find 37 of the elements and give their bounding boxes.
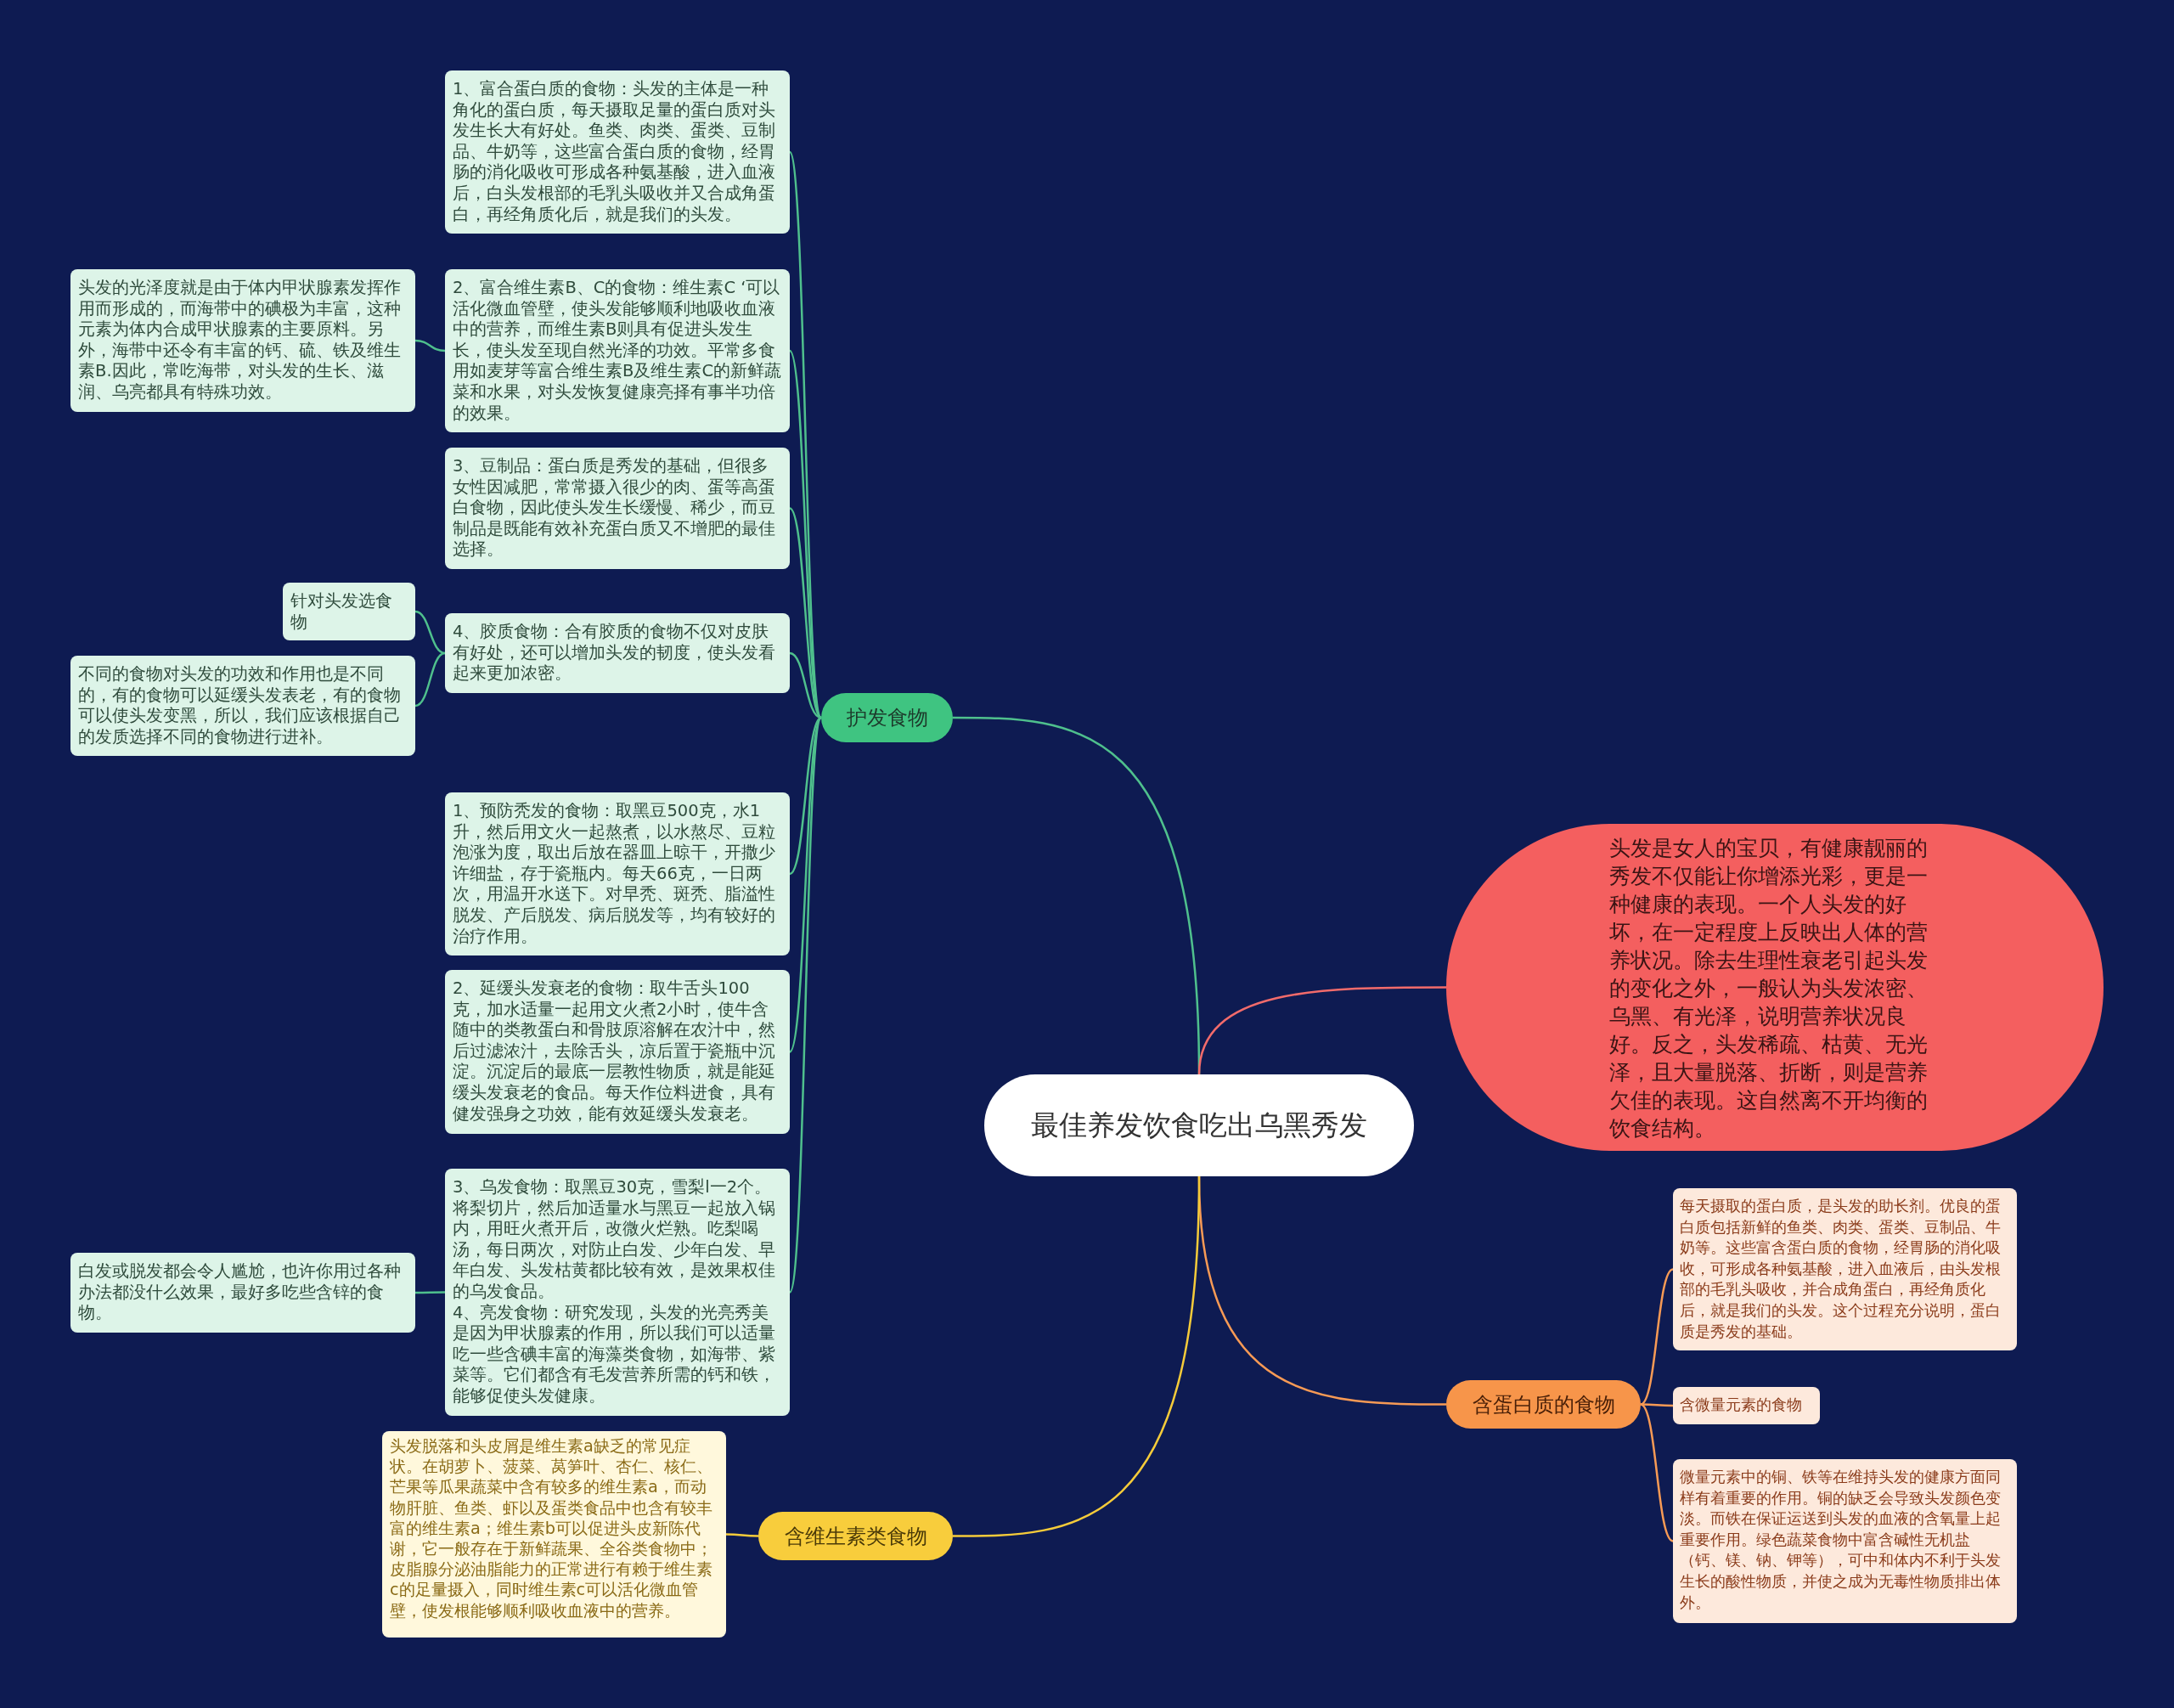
connector-line (414, 610, 446, 655)
text-box: 2、富合维生素B、C的食物：维生素C ‘可以活化微血管壁，使头发能够顺利地吸收血液中的营养，而维生素B则具有促进头发生长，使头发至现自然光泽的功效。平常多食用如麦芽等富合维生素B及维生素C的新鲜蔬菜和水果，对头发恢复健康亮择有事半功倍的效果。 (445, 269, 790, 433)
label-box: 含微量元素的食物 (1673, 1387, 1820, 1424)
text-box: 1、预防秃发的食物：取黑豆500克，水1升，然后用文火一起熬煮，以水熬尽、豆粒泡涨为度，取出后放在器皿上晾干，开撒少许细盐，存于瓷瓶内。每天66克，一日两次，用温开水送下。对早秃、斑秃、脂溢性脱发、产后脱发、病后脱发等，均有较好的治疗作用。 (445, 792, 790, 956)
paragraph: 4、亮发食物：研究发现，头发的光亮秀美是因为甲状腺素的作用，所以我们可以适量吃一些含碘丰富的海藻类食物，如海带、紫菜等。它们都含有毛发营养所需的钙和铁，能够促使头发健康。 (453, 1302, 776, 1407)
central-topic: 最佳养发饮食吃出乌黑秀发 (984, 1074, 1414, 1176)
connector-line (789, 651, 822, 719)
text-box: 1、富合蛋白质的食物：头发的主体是一种角化的蛋白质，每天摄取足量的蛋白质对头发生长大有好处。鱼类、肉类、蛋类、豆制品、牛奶等，这些富合蛋白质的食物，经胃肠的消化吸收可形成各种氨基酸，进入血液后，白头发根部的毛乳头吸收并又合成角蛋白，再经角质化后，就是我们的头发。 (445, 70, 790, 234)
text-box: 2、延缓头发衰老的食物：取牛舌头100克，加水适量一起用文火煮2小时，使牛含随中的类教蛋白和骨肢原溶解在农汁中，然后过滤浓汁，去除舌头，凉后置于瓷瓶中沉淀。沉淀后的最底一层教性物质，就是能延缓头发衰老的食品。每天作位料进食，具有健发强身之功效，能有效延缓头发衰老。 (445, 970, 790, 1134)
connector-line (788, 717, 823, 1053)
topic-pill: 含蛋白质的食物 (1446, 1380, 1641, 1429)
connector-line (415, 1291, 445, 1294)
connector-line (1641, 1403, 1673, 1407)
text-box: 4、胶质食物：合有胶质的食物不仅对皮肤有好处，还可以增加头发的韧度，使头发看起来更加浓密。 (445, 613, 790, 693)
paragraph: 3、乌发食物：取黑豆30克，雪梨l一2个。将梨切片，然后加适量水与黑豆一起放入锅内，用旺火煮开后，改微火烂熟。吃梨喝汤，每日两次，对防止白发、少年白发、早年白发、头发枯黄都比较有效，是效果权佳的乌发食品。 (453, 1177, 776, 1303)
text-box: 每天摄取的蛋白质，是头发的助长剂。优良的蛋白质包括新鲜的鱼类、肉类、蛋类、豆制品、牛奶等。这些富含蛋白质的食物，经胃肠的消化吸收，可形成各种氨基酸，进入血液后，由头发根部的毛乳头吸收，并合成角蛋白，再经角质化后，就是我们的头发。这个过程充分说明，蛋白质是秀发的基础。 (1673, 1188, 2017, 1350)
topic-pill: 护发食物 (821, 693, 953, 742)
text-box: 头发脱落和头皮屑是维生素a缺乏的常见症状。在胡萝卜、菠菜、莴笋叶、杏仁、核仁、芒果等瓜果蔬菜中含有较多的维生素a，而动物肝脏、鱼类、虾以及蛋类食品中也含有较丰富的维生素a；维生素b可以促进头皮新陈代谢，它一般存在于新鲜蔬果、全谷类食物中；皮脂腺分泌油脂能力的正常进行有赖于维生素c的足量摄入，同时维生素c可以活化微血管壁，使发根能够顺利吸收血液中的营养。 (382, 1431, 726, 1638)
text-box: 3、豆制品：蛋白质是秀发的基础，但很多女性因减肥，常常摄入很少的肉、蛋等高蛋白食物，因此使头发生长缓慢、稀少，而豆制品是既能有效补充蛋白质又不增肥的最佳选择。 (445, 448, 790, 569)
connector-line (1640, 1403, 1674, 1542)
text-box: 微量元素中的铜、铁等在维持头发的健康方面同样有着重要的作用。铜的缺乏会导致头发颜色变淡。而铁在保证运送到头发的血液的含氧量上起重要作用。绿色蔬菜食物中富含碱性无机盐（钙、镁、钠、钾等），可中和体内不利于头发生长的酸性物质，并使之成为无毒性物质排出体外。 (1673, 1459, 2017, 1623)
connector-line (788, 717, 823, 1293)
connector-line (788, 151, 823, 719)
connector-line (414, 339, 446, 352)
connector-line (788, 350, 823, 719)
connector-line (1640, 1268, 1674, 1406)
text-box: 头发的光泽度就是由于体内甲状腺素发挥作用而形成的，而海带中的碘极为丰富，这种元素为体内合成甲状腺素的主要原料。另外，海带中还令有丰富的钙、硫、铁及维生素B.因此，常吃海带，对头发的生长、滋润、乌亮都具有特殊功效。 (70, 269, 415, 412)
connector-line (414, 651, 446, 707)
topic-pill: 含维生素类食物 (758, 1512, 953, 1560)
connector-line (953, 1175, 1201, 1537)
text-box: 白发或脱发都会令人尴尬，也许你用过各种办法都没什么效果，最好多吃些含锌的食物。 (70, 1253, 415, 1333)
label-box: 针对头发选食物 (283, 583, 415, 640)
text-box: 不同的食物对头发的功效和作用也是不同的，有的食物可以延缓头发表老，有的食物可以使头发变黑，所以，我们应该根据自己的发质选择不同的食物进行进补。 (70, 656, 415, 757)
connector-line (1197, 986, 1446, 1075)
connector-line (726, 1533, 758, 1537)
text-box (445, 1169, 790, 1416)
connector-line (789, 717, 822, 875)
